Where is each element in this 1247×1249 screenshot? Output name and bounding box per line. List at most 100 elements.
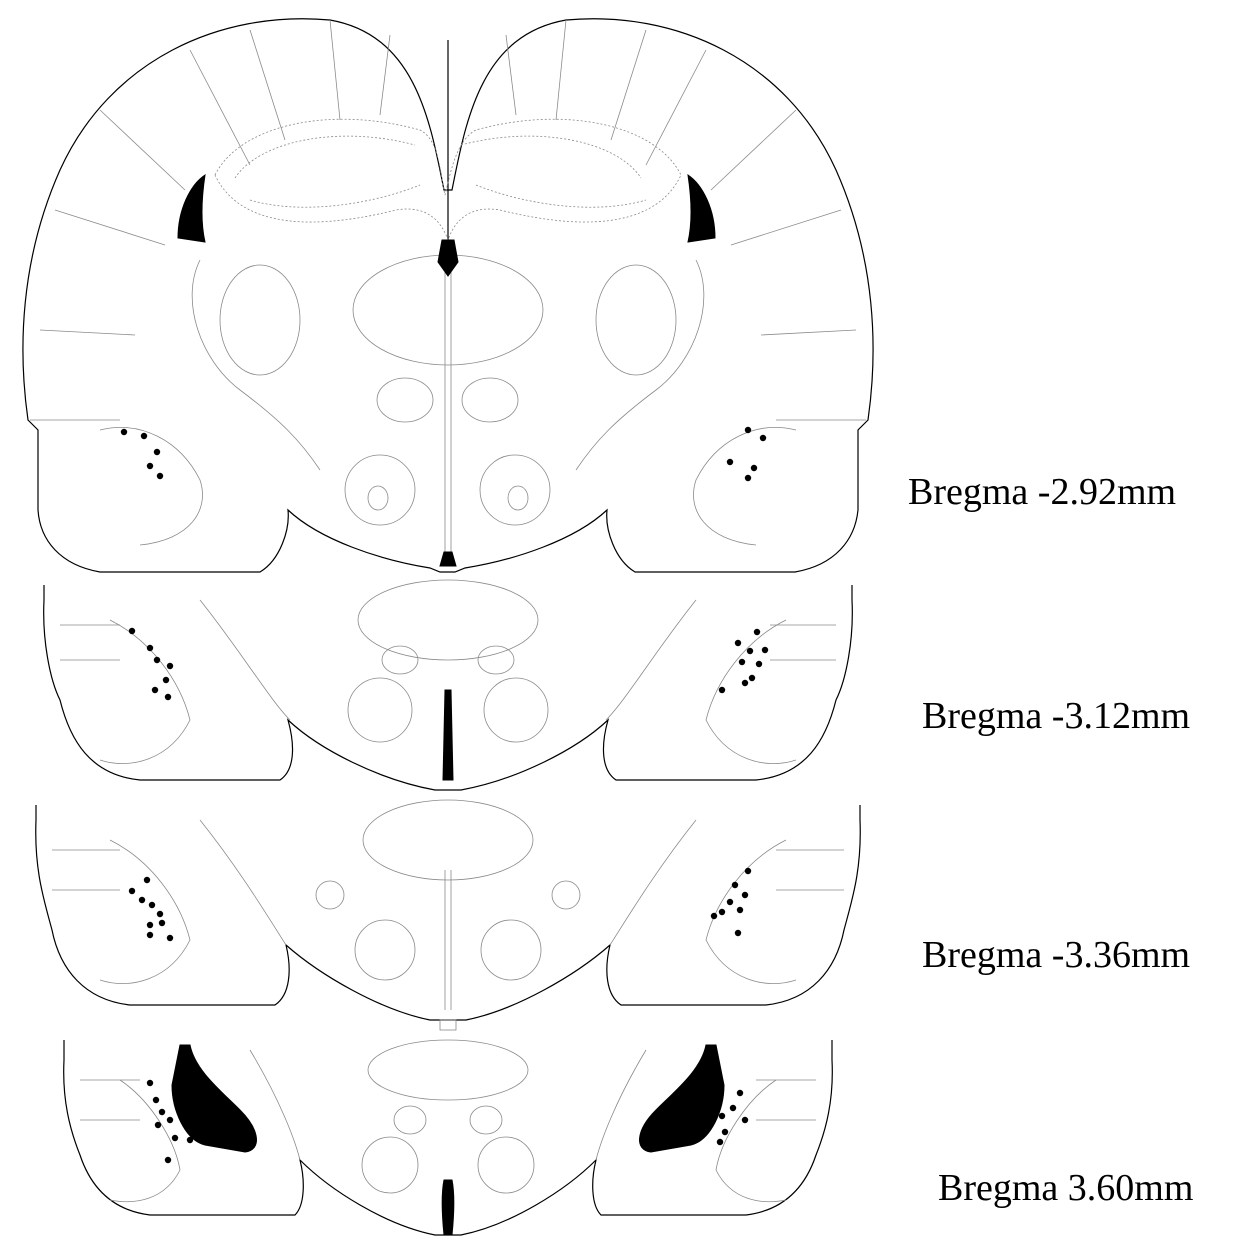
bregma-label-4: Bregma 3.60mm	[938, 1166, 1193, 1210]
section-2-ellipse-c	[382, 646, 418, 674]
section-2-ellipse-a	[348, 678, 412, 742]
site-dot	[147, 463, 153, 469]
site-dot	[739, 659, 745, 665]
site-dot	[141, 433, 147, 439]
section-1-ventral-ventricle	[440, 552, 456, 566]
site-dot	[751, 465, 757, 471]
site-dot	[745, 868, 751, 874]
section-1-ellipse-c	[345, 455, 415, 525]
site-dot	[165, 1157, 171, 1163]
site-dot	[129, 888, 135, 894]
site-dot	[730, 1105, 736, 1111]
site-dot	[745, 427, 751, 433]
section-1-drawing	[23, 19, 873, 572]
section-4-ellipse-b	[478, 1137, 534, 1193]
section-1-cortex-right	[506, 20, 866, 420]
site-dot	[719, 687, 725, 693]
site-dot	[152, 687, 158, 693]
site-dot	[760, 435, 766, 441]
site-dot	[147, 645, 153, 651]
site-dot	[172, 1135, 178, 1141]
site-dot	[121, 429, 127, 435]
site-dot	[742, 680, 748, 686]
site-dot	[749, 675, 755, 681]
site-dot	[167, 935, 173, 941]
section-4-left-ventricle	[172, 1045, 256, 1152]
site-dots	[121, 427, 768, 1163]
section-1-ellipse-f	[508, 486, 528, 510]
site-dot	[167, 663, 173, 669]
section-1-third-ventricle	[438, 240, 458, 276]
site-dot	[159, 920, 165, 926]
section-3-thalamus	[363, 800, 533, 880]
section-1-ellipse-a	[377, 378, 433, 422]
bregma-label-3: Bregma -3.36mm	[922, 933, 1190, 977]
section-1-cortex-left	[30, 20, 390, 420]
section-3-ellipse-c	[316, 881, 344, 909]
section-2-thalamus	[358, 580, 538, 660]
section-2-ellipse-d	[478, 646, 514, 674]
site-dot	[165, 694, 171, 700]
site-dot	[722, 1129, 728, 1135]
bregma-label-1: Bregma -2.92mm	[908, 470, 1176, 514]
site-dot	[742, 892, 748, 898]
section-2-ellipse-b	[484, 678, 548, 742]
site-dot	[139, 897, 145, 903]
site-dot	[732, 882, 738, 888]
section-4-ellipse-d	[470, 1106, 502, 1134]
section-4-ellipse-c	[394, 1106, 426, 1134]
section-4-right-ventricle	[640, 1045, 724, 1152]
site-dot	[157, 911, 163, 917]
site-dot	[737, 1090, 743, 1096]
section-3-ventral-notch	[440, 1020, 456, 1030]
site-dot	[747, 648, 753, 654]
site-dot	[159, 1109, 165, 1115]
section-3-ellipse-a	[355, 920, 415, 980]
section-1-ellipse-b	[462, 378, 518, 422]
site-dot	[149, 902, 155, 908]
site-dot	[745, 475, 751, 481]
section-4-third-ventricle	[442, 1180, 454, 1235]
site-dot	[719, 1113, 725, 1119]
site-dot	[167, 1117, 173, 1123]
section-1-left-ventricle	[178, 175, 205, 242]
site-dot	[144, 877, 150, 883]
section-2-drawing	[44, 580, 853, 790]
site-dot	[147, 1080, 153, 1086]
site-dot	[153, 1097, 159, 1103]
section-2-third-ventricle	[443, 690, 453, 780]
site-dot	[711, 913, 717, 919]
site-dot	[157, 473, 163, 479]
site-dot	[735, 640, 741, 646]
section-4-thalamus	[368, 1040, 528, 1100]
site-dot	[756, 661, 762, 667]
site-dot	[155, 1122, 161, 1128]
site-dot	[762, 647, 768, 653]
section-1-ellipse-d	[480, 455, 550, 525]
site-dot	[163, 677, 169, 683]
site-dot	[147, 932, 153, 938]
site-dot	[719, 909, 725, 915]
section-1-ellipse-e	[368, 486, 388, 510]
site-dot	[154, 449, 160, 455]
site-dot	[727, 899, 733, 905]
section-3-amygdala-region	[100, 840, 796, 984]
site-dot	[129, 628, 135, 634]
section-4-drawing	[64, 1040, 833, 1235]
section-1-left-nucleus	[220, 265, 300, 375]
section-3-ellipse-d	[552, 881, 580, 909]
site-dot	[742, 1117, 748, 1123]
section-1-amygdala-region	[100, 427, 796, 545]
site-dot	[147, 922, 153, 928]
bregma-label-2: Bregma -3.12mm	[922, 694, 1190, 738]
section-4-ellipse-a	[362, 1137, 418, 1193]
site-dot	[735, 930, 741, 936]
site-dot	[717, 1139, 723, 1145]
site-dot	[187, 1137, 193, 1143]
site-dot	[154, 657, 160, 663]
site-dot	[754, 629, 760, 635]
section-3-lines	[52, 820, 844, 945]
section-3-ellipse-b	[481, 920, 541, 980]
site-dot	[737, 907, 743, 913]
